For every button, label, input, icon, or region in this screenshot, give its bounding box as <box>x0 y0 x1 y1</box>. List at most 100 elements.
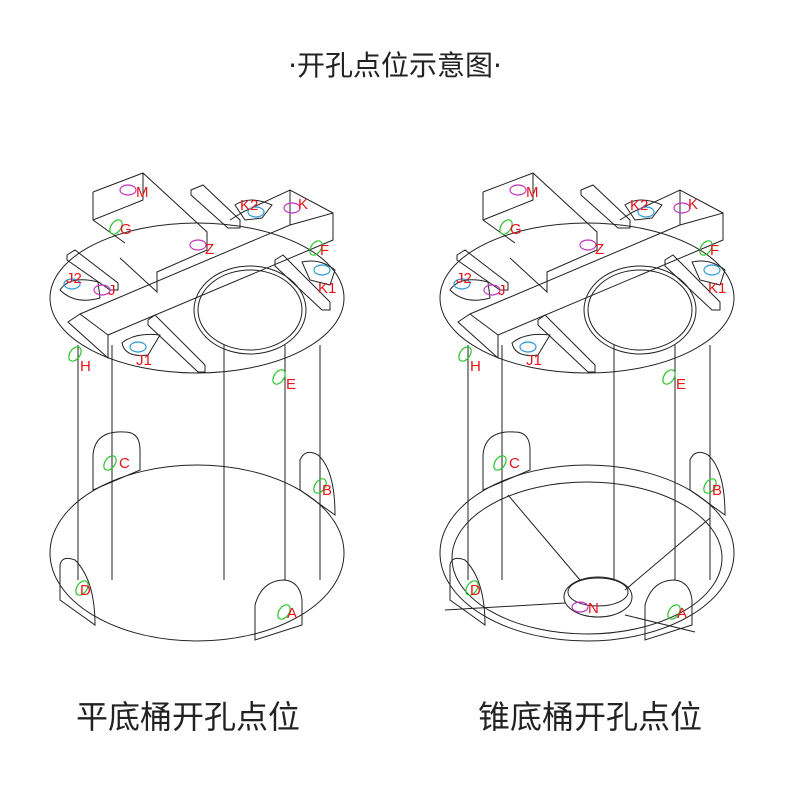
port-marker-n <box>571 601 589 613</box>
port-label-m: M <box>136 184 149 201</box>
port-label-e: E <box>676 376 686 393</box>
port-marker-k1 <box>703 264 721 276</box>
top-fitting-outline <box>624 199 663 221</box>
port-marker-z <box>579 239 597 251</box>
port-label-j: J <box>108 282 116 299</box>
port-label-a: A <box>677 605 687 622</box>
port-label-j1: J1 <box>526 352 542 369</box>
top-fitting-outline <box>234 199 273 221</box>
port-label-h: H <box>80 358 91 375</box>
top-fitting-outline <box>456 249 509 291</box>
port-marker-b <box>313 478 327 494</box>
port-label-n: N <box>588 600 599 617</box>
port-marker-k <box>283 202 301 214</box>
top-fitting-outline <box>457 212 724 360</box>
outlet-ring <box>563 576 633 618</box>
port-marker-j1 <box>519 341 537 353</box>
port-marker-h <box>458 346 472 362</box>
port-marker-d <box>465 580 479 596</box>
port-marker-c <box>103 455 117 471</box>
port-marker-j1 <box>129 341 147 353</box>
top-fitting-outline <box>537 314 596 373</box>
port-marker-j2 <box>453 278 471 290</box>
cone-seam-line <box>624 517 711 591</box>
port-marker-g <box>499 219 513 235</box>
port-label-c: C <box>119 455 130 472</box>
support-lug <box>644 579 693 641</box>
port-label-g: G <box>510 221 522 238</box>
port-marker-a <box>667 604 681 620</box>
port-marker-z <box>189 239 207 251</box>
top-fitting-outline <box>691 260 726 286</box>
support-lug <box>254 579 303 641</box>
top-fitting-outline <box>664 254 721 311</box>
port-label-j2: J2 <box>66 270 82 287</box>
port-label-b: B <box>322 482 332 499</box>
manhole-inner <box>587 269 693 351</box>
top-fitting-outline <box>147 314 206 373</box>
port-marker-g <box>109 219 123 235</box>
cone-rim <box>451 481 723 635</box>
port-label-j: J <box>498 282 506 299</box>
port-label-z: Z <box>595 241 604 258</box>
port-marker-c <box>493 455 507 471</box>
support-lug <box>59 557 96 626</box>
port-label-e: E <box>286 376 296 393</box>
port-marker-k1 <box>313 264 331 276</box>
port-marker-j <box>93 284 111 296</box>
port-marker-b <box>703 478 717 494</box>
cone-seam-line <box>624 614 696 633</box>
port-label-d: D <box>80 582 91 599</box>
support-lug <box>689 451 726 516</box>
support-lug <box>449 557 486 626</box>
port-label-k: K <box>688 196 698 213</box>
top-fitting-outline <box>619 189 724 225</box>
port-marker-h <box>68 346 82 362</box>
port-label-k1: K1 <box>708 280 726 297</box>
cone-bottom-caption: 锥底桶开孔点位 <box>478 698 703 736</box>
port-label-j2: J2 <box>456 270 472 287</box>
port-label-d: D <box>470 582 481 599</box>
top-fitting-outline <box>511 333 551 356</box>
port-label-h: H <box>470 358 481 375</box>
manhole-inner <box>197 269 303 351</box>
port-label-k2: K2 <box>630 197 648 214</box>
cone-bottom-tank: M G K2 K Z F J2J K1H J1E C B D A N <box>439 172 735 642</box>
top-fitting-outline <box>229 189 334 225</box>
port-label-g: G <box>120 221 132 238</box>
flat-bottom-caption: 平底桶开孔点位 <box>76 698 301 736</box>
port-label-f: F <box>710 242 719 259</box>
port-marker-k2 <box>637 206 655 218</box>
outlet-inner <box>567 577 629 607</box>
top-fitting-outline <box>580 184 631 229</box>
port-marker-m <box>119 184 137 196</box>
port-label-a: A <box>287 605 297 622</box>
port-marker-k <box>673 202 691 214</box>
manhole-outer <box>193 265 307 355</box>
port-marker-e <box>662 369 676 385</box>
support-lug <box>92 431 141 491</box>
port-marker-j2 <box>63 278 81 290</box>
support-lug <box>299 451 336 516</box>
cone-seam-line <box>444 602 566 611</box>
port-marker-f <box>699 240 713 256</box>
port-marker-d <box>75 580 89 596</box>
port-marker-j <box>483 284 501 296</box>
top-fitting-outline <box>449 279 491 301</box>
port-label-m: M <box>526 184 539 201</box>
port-label-k2: K2 <box>240 197 258 214</box>
diagram-title: ·开孔点位示意图· <box>288 49 502 82</box>
top-fitting-outline <box>121 333 161 356</box>
port-label-k: K <box>298 196 308 213</box>
top-fitting-outline <box>301 260 336 286</box>
top-fitting-outline <box>66 249 119 291</box>
port-marker-f <box>309 240 323 256</box>
port-label-b: B <box>712 482 722 499</box>
top-fitting-outline <box>190 184 241 229</box>
top-fitting-outline <box>67 212 334 360</box>
top-fitting-outline <box>59 279 101 301</box>
port-label-k1: K1 <box>318 280 336 297</box>
port-label-c: C <box>509 455 520 472</box>
port-marker-m <box>509 184 527 196</box>
